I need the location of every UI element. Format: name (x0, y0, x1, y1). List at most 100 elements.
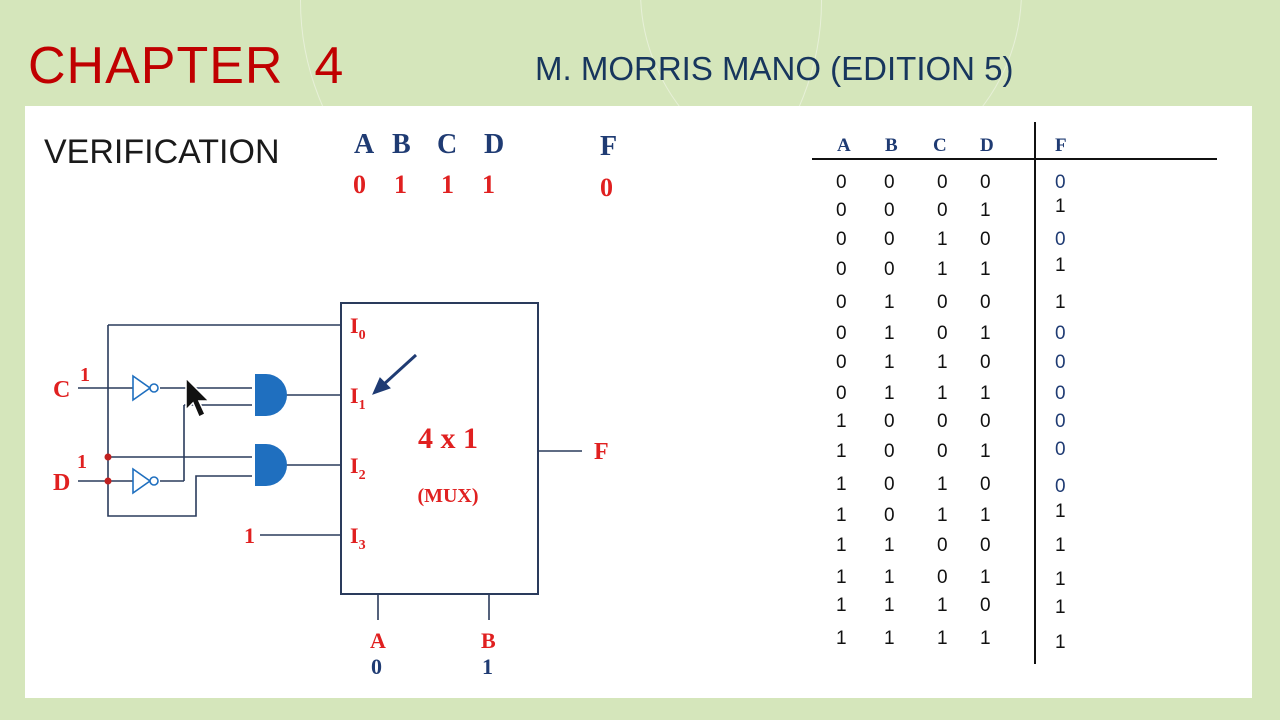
tt-cell-f: 1 (1055, 501, 1066, 522)
tt-cell-f: 1 (1055, 196, 1066, 217)
tt-cell: 0 (937, 292, 948, 313)
tt-cell: 1 (836, 628, 847, 649)
content-panel (25, 106, 1252, 698)
tt-cell: 0 (980, 474, 991, 495)
tt-cell: 1 (980, 259, 991, 280)
tt-cell: 1 (836, 505, 847, 526)
mux-input-i3: I3 (350, 523, 366, 553)
tt-cell-f: 1 (1055, 292, 1066, 313)
tt-cell: 1 (980, 505, 991, 526)
select-b-label: B (481, 628, 496, 653)
junction-dot (104, 453, 112, 461)
tt-header-a: A (837, 135, 851, 156)
verification-title: VERIFICATION (44, 133, 280, 171)
i3-constant-label: 1 (244, 523, 255, 548)
tt-cell: 0 (980, 595, 991, 616)
not-gate-c (132, 374, 159, 402)
tt-cell-f: 1 (1055, 535, 1066, 556)
tt-cell: 0 (884, 441, 895, 462)
mux-sublabel: (MUX) (417, 485, 478, 507)
tt-cell: 1 (836, 474, 847, 495)
verify-value-a: 0 (353, 170, 366, 199)
verify-header-f: F (600, 131, 618, 162)
tt-cell-f: 0 (1055, 323, 1066, 344)
mux-box (340, 302, 539, 595)
tt-cell: 0 (884, 172, 895, 193)
tt-cell-f: 1 (1055, 255, 1066, 276)
verify-value-f: 0 (600, 173, 613, 202)
tt-cell: 1 (937, 474, 948, 495)
tt-header-rule (812, 158, 1217, 160)
tt-cell: 1 (836, 567, 847, 588)
mouse-cursor-icon (185, 376, 211, 419)
tt-cell: 1 (884, 323, 895, 344)
tt-cell: 1 (980, 628, 991, 649)
tt-cell: 0 (884, 474, 895, 495)
c-input-value: 1 (80, 364, 90, 386)
mux-input-i2: I2 (350, 453, 366, 483)
tt-cell: 1 (884, 628, 895, 649)
d-input-value: 1 (77, 451, 87, 473)
select-b-value: 1 (482, 654, 493, 679)
verify-value-b: 1 (394, 170, 407, 199)
tt-cell: 0 (937, 200, 948, 221)
chapter-title: CHAPTER 4 (28, 37, 345, 95)
tt-cell: 1 (884, 383, 895, 404)
tt-cell-f: 0 (1055, 229, 1066, 250)
tt-cell: 0 (836, 323, 847, 344)
arrow-icon (372, 353, 418, 395)
select-a-label: A (370, 628, 386, 653)
mux-input-i1: I1 (350, 383, 366, 413)
tt-cell-f: 0 (1055, 383, 1066, 404)
tt-cell: 1 (980, 323, 991, 344)
tt-header-c: C (933, 135, 947, 156)
not-gate-d (132, 467, 159, 495)
verify-value-c: 1 (441, 170, 454, 199)
tt-cell: 0 (836, 383, 847, 404)
tt-cell: 1 (884, 352, 895, 373)
tt-cell: 1 (836, 441, 847, 462)
tt-cell: 1 (937, 628, 948, 649)
tt-cell: 0 (937, 441, 948, 462)
tt-cell: 1 (937, 229, 948, 250)
tt-cell: 0 (836, 352, 847, 373)
d-input-label: D (53, 470, 70, 496)
book-title: M. MORRIS MANO (EDITION 5) (535, 50, 1014, 87)
tt-cell: 0 (980, 411, 991, 432)
tt-cell: 0 (884, 505, 895, 526)
tt-header-d: D (980, 135, 994, 156)
junction-dot (104, 477, 112, 485)
tt-header-f: F (1055, 135, 1067, 156)
tt-cell: 1 (836, 595, 847, 616)
verify-value-d: 1 (482, 170, 495, 199)
tt-cell: 1 (937, 505, 948, 526)
tt-cell-f: 0 (1055, 411, 1066, 432)
and-gate-2 (255, 444, 287, 486)
tt-cell: 1 (980, 383, 991, 404)
tt-cell: 0 (884, 411, 895, 432)
tt-cell: 0 (980, 535, 991, 556)
tt-cell: 0 (937, 323, 948, 344)
tt-cell: 0 (884, 259, 895, 280)
tt-cell: 0 (980, 292, 991, 313)
tt-cell: 1 (937, 383, 948, 404)
tt-cell: 0 (836, 200, 847, 221)
tt-cell: 0 (836, 292, 847, 313)
c-input-label: C (53, 377, 70, 403)
mux-label: 4 x 1 (418, 422, 478, 455)
mux-output-label: F (594, 439, 609, 465)
select-a-value: 0 (371, 654, 382, 679)
tt-cell: 0 (937, 567, 948, 588)
tt-cell-f: 1 (1055, 632, 1066, 653)
tt-cell-f: 0 (1055, 476, 1066, 497)
and-gate-1 (255, 374, 287, 416)
tt-cell: 1 (884, 535, 895, 556)
tt-cell: 0 (836, 229, 847, 250)
tt-cell: 0 (836, 259, 847, 280)
tt-cell: 1 (884, 567, 895, 588)
tt-cell: 1 (937, 352, 948, 373)
tt-cell: 0 (937, 411, 948, 432)
tt-cell: 1 (937, 259, 948, 280)
tt-cell-f: 1 (1055, 597, 1066, 618)
